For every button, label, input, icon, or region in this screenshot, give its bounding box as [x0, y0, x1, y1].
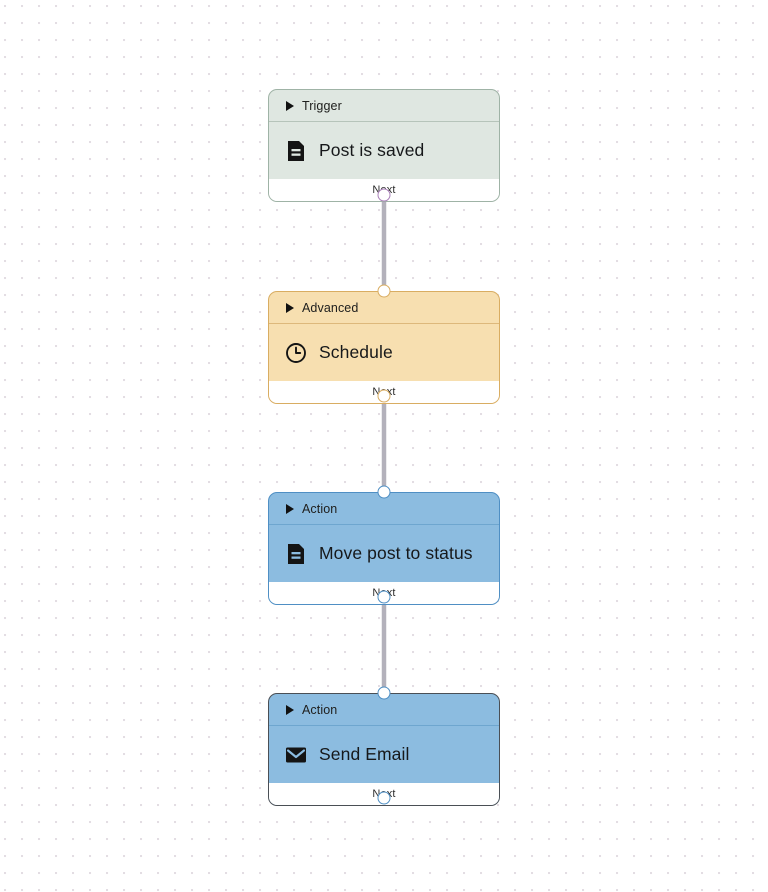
node-category-label: Advanced — [302, 300, 359, 315]
node-category-label: Action — [302, 501, 338, 516]
node-divider — [269, 725, 499, 726]
node-category-label: Trigger — [302, 98, 342, 113]
node-body-move-post[interactable]: Move post to status — [269, 525, 499, 582]
chevron-right-icon[interactable] — [286, 704, 294, 715]
node-title: Send Email — [319, 743, 410, 764]
node-input-port-advanced[interactable] — [377, 284, 391, 298]
node-title: Schedule — [319, 341, 393, 362]
workflow-node-move-post[interactable]: Action Move post to status Next — [268, 492, 500, 605]
node-output-port-move-post[interactable] — [377, 590, 391, 604]
node-title: Move post to status — [319, 542, 473, 563]
workflow-node-send-email[interactable]: Action Send Email Next — [268, 693, 500, 806]
node-header-send-email[interactable]: Action — [269, 694, 499, 725]
node-category-label: Action — [302, 702, 338, 717]
node-divider — [269, 121, 499, 122]
node-title: Post is saved — [319, 139, 425, 160]
document-icon — [285, 140, 307, 162]
node-body-advanced[interactable]: Schedule — [269, 324, 499, 381]
node-input-port-send-email[interactable] — [377, 686, 391, 700]
clock-icon — [285, 342, 307, 364]
node-output-port-advanced[interactable] — [377, 389, 391, 403]
workflow-node-advanced[interactable]: Advanced Schedule Next — [268, 291, 500, 404]
chevron-right-icon[interactable] — [286, 503, 294, 514]
node-header-advanced[interactable]: Advanced — [269, 292, 499, 323]
node-body-trigger[interactable]: Post is saved — [269, 122, 499, 179]
node-input-port-move-post[interactable] — [377, 485, 391, 499]
document-icon — [285, 543, 307, 565]
envelope-icon — [285, 744, 307, 766]
node-output-port-send-email[interactable] — [377, 791, 391, 805]
node-output-port-trigger[interactable] — [377, 188, 391, 202]
chevron-right-icon[interactable] — [286, 100, 294, 111]
chevron-right-icon[interactable] — [286, 302, 294, 313]
node-header-trigger[interactable]: Trigger — [269, 90, 499, 121]
node-divider — [269, 524, 499, 525]
node-body-send-email[interactable]: Send Email — [269, 726, 499, 783]
node-divider — [269, 323, 499, 324]
node-header-move-post[interactable]: Action — [269, 493, 499, 524]
workflow-node-trigger[interactable]: Trigger Post is saved Next — [268, 89, 500, 202]
